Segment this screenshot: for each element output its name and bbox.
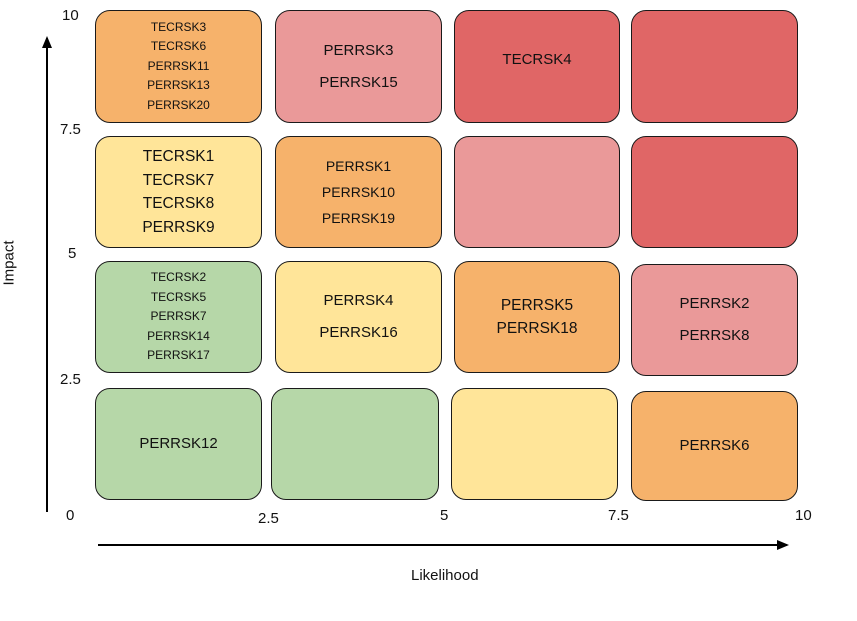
risk-id: PERRSK1 <box>325 158 392 174</box>
y-tick-5: 5 <box>68 245 77 262</box>
cell-impact-5-likelihood-7-5: PERRSK5 PERRSK18 <box>454 261 620 373</box>
cell-impact-5-likelihood-5: PERRSK4 PERRSK16 <box>275 261 442 373</box>
risk-id: TECRSK4 <box>502 50 572 68</box>
risk-id: PERRSK18 <box>496 320 578 337</box>
risk-id: TECRSK5 <box>150 289 207 304</box>
risk-id: PERRSK6 <box>679 437 750 454</box>
risk-id: PERRSK7 <box>150 309 207 324</box>
x-tick-7-5: 7.5 <box>608 507 629 524</box>
risk-id: PERRSK4 <box>323 292 394 309</box>
cell-impact-5-likelihood-10: PERRSK2 PERRSK8 <box>631 264 798 376</box>
cell-impact-2-5-likelihood-2-5: PERRSK12 <box>95 388 262 500</box>
x-axis-title: Likelihood <box>411 567 479 584</box>
risk-id: PERRSK12 <box>139 435 218 452</box>
cell-impact-10-likelihood-2-5: TECRSK3 TECRSK6 PERRSK11 PERRSK13 PERRSK… <box>95 10 262 123</box>
x-tick-5: 5 <box>440 507 449 524</box>
risk-id: TECRSK2 <box>150 270 207 285</box>
risk-id: PERRSK20 <box>147 97 210 112</box>
risk-id: PERRSK15 <box>319 73 398 91</box>
x-tick-0: 0 <box>66 507 75 524</box>
y-tick-2-5: 2.5 <box>60 371 81 388</box>
risk-id: PERRSK5 <box>500 296 574 314</box>
risk-id: TECRSK1 <box>142 148 215 165</box>
cell-impact-10-likelihood-5: PERRSK3 PERRSK15 <box>275 10 442 123</box>
cell-impact-10-likelihood-10 <box>631 10 798 123</box>
risk-id: PERRSK3 <box>323 41 394 59</box>
x-tick-2-5: 2.5 <box>258 510 279 527</box>
cell-impact-7-5-likelihood-5: PERRSK1 PERRSK10 PERRSK19 <box>275 136 442 248</box>
risk-id: TECRSK7 <box>142 171 215 189</box>
y-tick-10: 10 <box>62 7 79 24</box>
risk-id: PERRSK2 <box>679 295 750 312</box>
risk-id: PERRSK9 <box>142 218 215 236</box>
risk-id: TECRSK3 <box>150 19 207 34</box>
risk-id: PERRSK10 <box>321 184 396 200</box>
risk-id: PERRSK13 <box>147 78 210 93</box>
cell-impact-2-5-likelihood-5 <box>271 388 439 500</box>
cell-impact-2-5-likelihood-10: PERRSK6 <box>631 391 798 501</box>
risk-id: PERRSK11 <box>147 58 210 73</box>
y-axis-title: Impact <box>0 240 18 286</box>
cell-impact-5-likelihood-2-5: TECRSK2 TECRSK5 PERRSK7 PERRSK14 PERRSK1… <box>95 261 262 373</box>
y-tick-7-5: 7.5 <box>60 121 81 138</box>
cell-impact-7-5-likelihood-10 <box>631 136 798 248</box>
cell-impact-10-likelihood-7-5: TECRSK4 <box>454 10 620 123</box>
risk-id: TECRSK6 <box>150 39 207 54</box>
risk-id: PERRSK16 <box>319 324 398 341</box>
cell-impact-2-5-likelihood-7-5 <box>451 388 618 500</box>
risk-id: PERRSK19 <box>321 210 396 226</box>
risk-id: PERRSK14 <box>147 328 210 343</box>
cell-impact-7-5-likelihood-2-5: TECRSK1 TECRSK7 TECRSK8 PERRSK9 <box>95 136 262 248</box>
risk-id: PERRSK17 <box>147 348 210 363</box>
risk-id: TECRSK8 <box>142 195 215 212</box>
risk-id: PERRSK8 <box>679 327 750 344</box>
x-tick-10: 10 <box>795 507 812 524</box>
cell-impact-7-5-likelihood-7-5 <box>454 136 620 248</box>
